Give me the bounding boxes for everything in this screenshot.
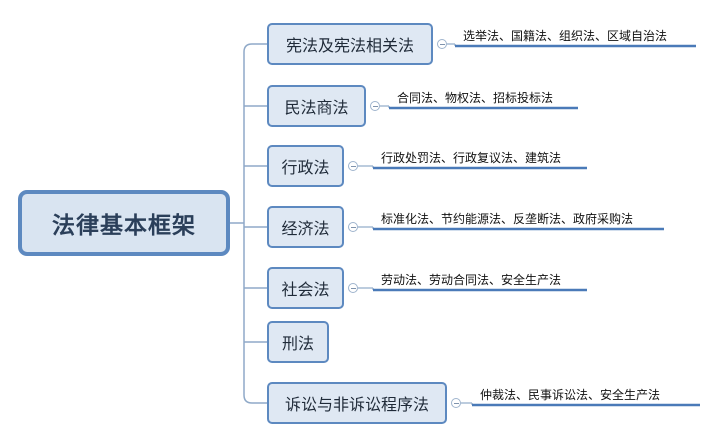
collapse-toggle-economic[interactable] [348,222,358,232]
collapse-toggle-procedure[interactable] [451,398,461,408]
root-label: 法律基本框架 [52,213,196,239]
branch-node-social[interactable]: 社会法 [267,267,344,309]
branch-connector [243,394,267,404]
leaf-detail-civil-commercial: 合同法、物权法、招标投标法 [397,91,554,105]
leaf-detail-economic: 标准化法、节约能源法、反垄断法、政府采购法 [381,212,634,226]
collapse-toggle-constitution[interactable] [437,39,447,49]
collapse-toggle-civil-commercial[interactable] [370,101,380,111]
branch-label: 经济法 [281,219,330,238]
branch-connector [243,43,267,53]
branch-label: 刑法 [281,334,314,353]
collapse-toggle-administrative[interactable] [348,161,358,171]
root-node[interactable]: 法律基本框架 [18,190,230,256]
branch-label: 民法商法 [284,98,349,117]
branch-label: 社会法 [281,280,330,299]
branch-label: 宪法及宪法相关法 [285,36,414,55]
branch-label: 行政法 [281,158,330,177]
leaf-detail-administrative: 行政处罚法、行政复议法、建筑法 [381,151,562,165]
leaf-detail-procedure: 仲裁法、民事诉讼法、安全生产法 [480,388,661,402]
collapse-toggle-social[interactable] [348,283,358,293]
branch-node-economic[interactable]: 经济法 [267,206,344,248]
branch-label: 诉讼与非诉讼程序法 [284,395,429,414]
branch-node-administrative[interactable]: 行政法 [267,145,344,187]
branch-node-constitution[interactable]: 宪法及宪法相关法 [267,23,433,65]
leaf-detail-constitution: 选举法、国籍法、组织法、区域自治法 [463,29,668,43]
branch-node-criminal[interactable]: 刑法 [267,321,329,363]
branch-node-civil-commercial[interactable]: 民法商法 [267,85,366,127]
leaf-detail-social: 劳动法、劳动合同法、安全生产法 [381,273,562,287]
branch-node-procedure[interactable]: 诉讼与非诉讼程序法 [267,382,447,424]
